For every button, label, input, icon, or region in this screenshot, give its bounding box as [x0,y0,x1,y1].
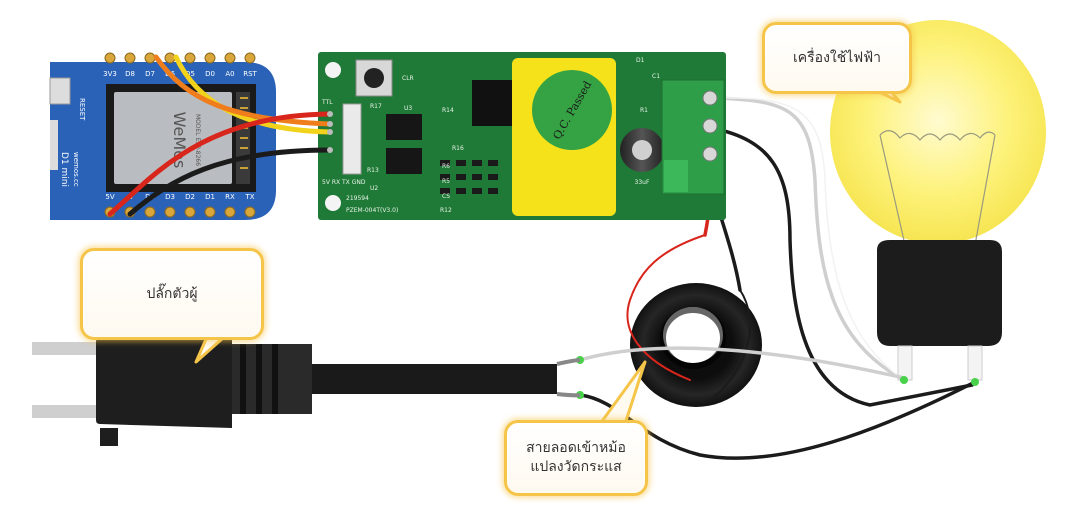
wire-orange [153,54,333,127]
pcb-label-r14: R14 [442,107,454,114]
d1-pin-label-a0: A0 [225,70,234,78]
pcb-label-c1: C1 [652,73,660,80]
qc-sticker [532,70,612,150]
d1-reset-label: RESET [78,98,86,121]
pcb-label-u3: U3 [404,105,412,112]
d1-pin-pad [204,206,216,218]
bulb-terminal-left [897,345,913,381]
d1-pin-label-d5: D5 [185,70,195,78]
terminal-screw-1 [702,90,718,106]
bulb-contact-left [900,376,908,384]
ct-winding-red [626,234,706,381]
wire-through-ct [578,346,906,380]
d1-pin-pad [204,52,216,64]
d1-pin-pad [144,206,156,218]
bulb-contact-right [971,378,979,386]
terminal-screw-2 [702,118,718,134]
d1-pin-pad [244,52,256,64]
bulb-filament [879,130,996,246]
d1-pin-label-d0: D0 [205,70,215,78]
d1-pin-pad [224,52,236,64]
wire-black [127,147,333,217]
callout-wire-line2: แปลงวัดกระแส [530,459,622,475]
pcb-label-r13: R13 [367,167,379,174]
d1-pin-label-5v: 5V [105,193,114,201]
wire-terminal2-to-bulb [710,126,974,407]
pzem-ttl-header [342,103,362,175]
ttl-pin-labels: 5V RX TX GND [322,179,366,186]
pcb-label-r17: R17 [370,103,382,110]
pcb-label-d1: D1 [636,57,645,64]
d1-name: D1 mini [59,152,69,187]
pcb-label-r5: R5 [442,178,450,185]
d1-pin-pad [104,52,116,64]
power-plug [32,336,581,446]
d1-pin-pad [164,206,176,218]
d1-mini-board: RESET D1 mini wemos.cc WeMos MODEL ESP-8… [49,62,276,220]
d1-pin-label-d7: D7 [145,70,155,78]
d1-pin-pad [144,52,156,64]
callout-appliance-text: เครื่องใช้ไฟฟ้า [793,49,881,66]
callout-plug: ปลั๊กตัวผู้ [80,248,264,340]
pzem-model: PZEM-004T(V3.0) [346,207,398,214]
terminal-screw-3 [702,146,718,162]
pcb-label-clr: CLR [402,75,414,82]
d1-usb-port [50,120,58,170]
d1-pin-pad [184,52,196,64]
pzem-main-chip [472,80,518,126]
bulb-terminal-right [967,345,983,381]
d1-pin-label-rx: RX [225,193,235,201]
callout-wire-tail [598,360,647,426]
pcb-label-cs: CS [442,193,450,200]
power-cable [312,364,557,394]
ct-winding-black [709,289,751,401]
pcb-label-r1: R1 [640,107,648,114]
callout-ct-wire: สายลอดเข้าหม้อ แปลงวัดกระแส [504,420,648,496]
d1-pin-label-d2: D2 [185,193,195,201]
d1-pin-label-d8: D8 [125,70,135,78]
d1-site: wemos.cc [72,152,80,187]
d1-pin-pad [164,52,176,64]
optocoupler-u2 [386,148,422,174]
esp8266-shield [114,92,232,184]
pcb-label-r6: R6 [442,163,450,170]
optocoupler-u3 [386,114,422,140]
signal-wires [107,54,333,217]
callout-appliance: เครื่องใช้ไฟฟ้า [762,22,912,94]
d1-pin-pad [124,52,136,64]
wire-terminal1-to-bulb [710,96,906,382]
plug-prong-top [32,342,104,355]
d1-pin-label-rst: RST [243,70,257,78]
d1-pin-label-3v3: 3V3 [103,70,117,78]
capacitor-label: 33uF [635,179,650,186]
d1-pin-pad [244,206,256,218]
pzem-smd-parts [440,160,498,194]
pcb-label-r16: R16 [452,145,464,152]
pzem-module: CLR TTL 5V RX TX GND U3 R17 R13 U2 R14 R… [318,52,726,220]
wire-red [107,111,333,217]
d1-reset-button [49,77,71,105]
pcb-label-r12: R12 [440,207,452,214]
d1-pin-label-d1: D1 [205,193,215,201]
callout-wire-line1: สายลอดเข้าหม้อ [526,440,626,457]
callout-plug-text: ปลั๊กตัวผู้ [146,285,198,302]
pzem-serial: 219594 [346,195,369,202]
d1-pin-pad [184,206,196,218]
pzem-mount-hole [325,62,341,78]
ttl-label: TTL [321,99,333,106]
pzem-mount-hole [325,195,341,211]
d1-pin-label-d3: D3 [165,193,175,201]
bulb-base [877,240,1002,346]
d1-pin-pad [224,206,236,218]
d1-module-text: MODEL ESP-8266 [194,114,201,166]
pcb-label-u2: U2 [370,185,378,192]
plug-prong-bottom [32,405,104,418]
d1-pin-label-tx: TX [244,193,254,201]
current-transformer [630,283,762,407]
